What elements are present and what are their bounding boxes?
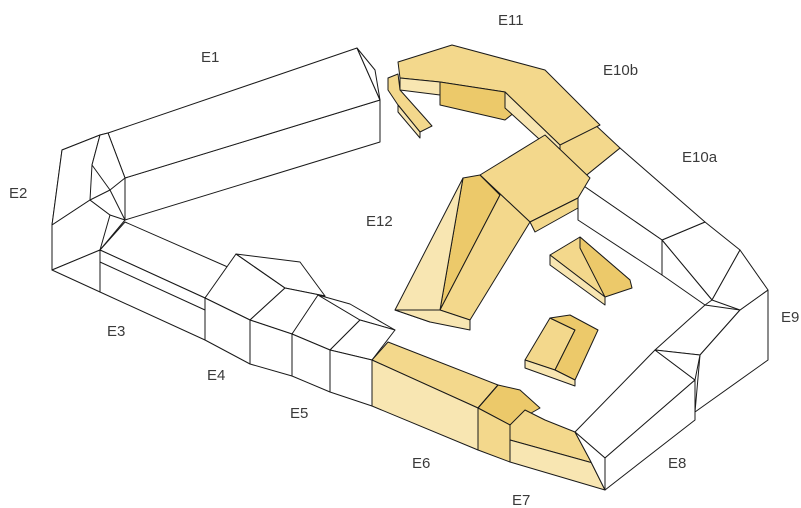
- courtyard-building-south: [524, 314, 599, 387]
- label-e7: E7: [512, 492, 530, 508]
- building-e12: [394, 134, 591, 331]
- label-e3: E3: [107, 323, 125, 340]
- label-e4: E4: [207, 367, 225, 384]
- building-e4: [204, 253, 326, 377]
- building-e2: [51, 132, 126, 293]
- building-e5: [291, 294, 396, 407]
- building-e1: [107, 47, 381, 221]
- label-e11: E11: [498, 12, 524, 29]
- label-e1: E1: [201, 49, 219, 66]
- label-e5: E5: [290, 405, 308, 422]
- labels: E1 E2 E3 E4 E5 E6 E7 E8 E9 E10a E10b E11…: [9, 12, 799, 508]
- label-e9: E9: [781, 309, 799, 326]
- building-e11: [387, 44, 601, 159]
- courtyard-building-north: [549, 236, 633, 306]
- label-e2: E2: [9, 185, 27, 202]
- label-e12: E12: [366, 213, 393, 230]
- label-e6: E6: [412, 455, 430, 472]
- building-e8: [574, 349, 696, 491]
- label-e10b: E10b: [603, 62, 638, 79]
- label-e8: E8: [668, 455, 686, 472]
- building-e9: [654, 221, 769, 413]
- label-e10a: E10a: [682, 149, 718, 166]
